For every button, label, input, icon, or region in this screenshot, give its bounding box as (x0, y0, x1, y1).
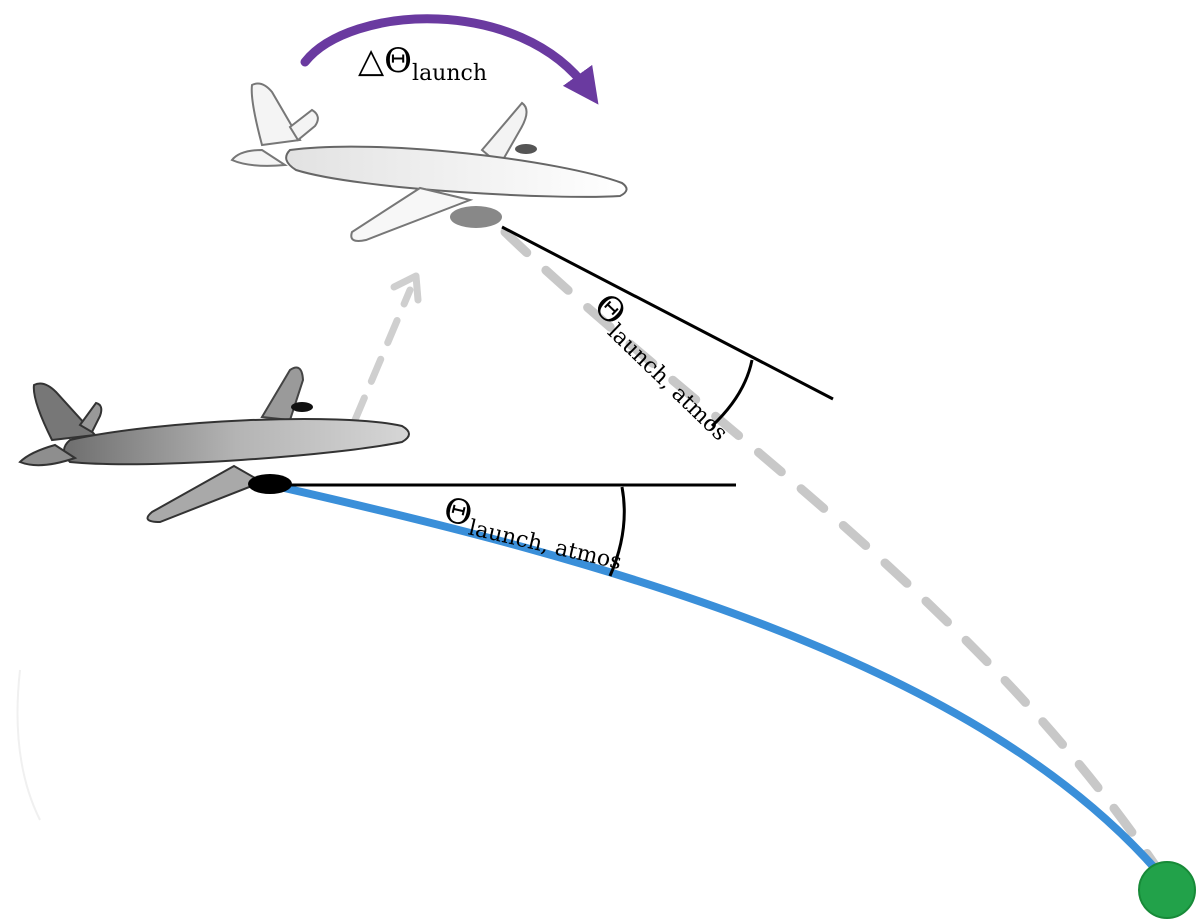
rotated-aircraft-icon (230, 82, 628, 242)
rotation-arrow (300, 14, 599, 105)
rotated-launch-path (500, 227, 1170, 885)
rotation-transition-arrow (351, 272, 422, 424)
upper-angle-indicator (501, 225, 834, 428)
angle-label-lower: Θlaunch, atmos (439, 490, 629, 575)
lower-angle-indicator (282, 483, 736, 577)
ground-arc (16, 669, 41, 821)
original-aircraft-icon (18, 366, 410, 524)
atmospheric-trajectory (276, 483, 1169, 884)
target-point-icon (1138, 861, 1196, 919)
delta-theta-label: △Θlaunch (358, 41, 487, 86)
